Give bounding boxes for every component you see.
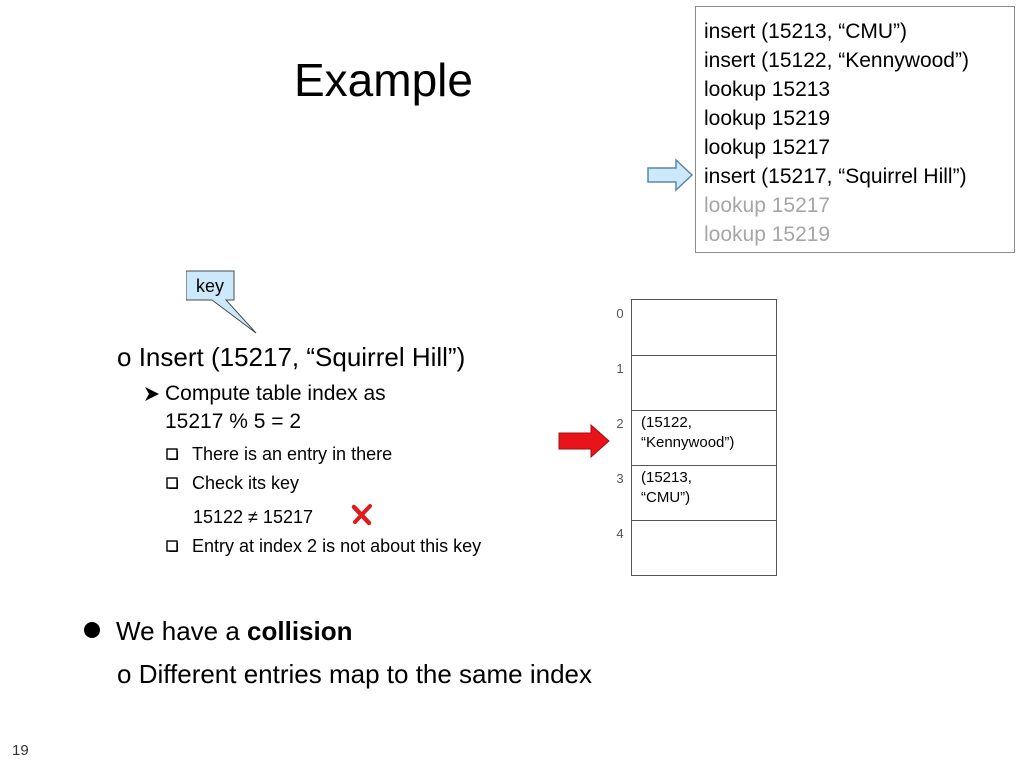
slot-divider (632, 465, 776, 466)
operation-item: insert (15122, “Kennywood”) (704, 49, 969, 72)
insert-line: Insert (15217, “Squirrel Hill”) (138, 342, 466, 372)
compute-line-2: 15217 % 5 = 2 (165, 410, 302, 433)
insert-bullet: o Insert (15217, “Squirrel Hill”) (117, 341, 465, 373)
page-number: 19 (12, 742, 29, 759)
check-entry-exists: There is an entry in there (192, 444, 393, 464)
slot-index: 2 (616, 416, 624, 431)
slide-title: Example (294, 54, 473, 106)
slot-index: 3 (616, 471, 624, 486)
slot-entry-line: “Kennywood”) (641, 434, 735, 451)
slot-divider (632, 355, 776, 356)
collision-prefix: We have a (116, 616, 248, 646)
collision-sub-bullet: o Different entries map to the same inde… (117, 658, 592, 690)
slot-entry-line: (15122, (641, 414, 692, 431)
slot-entry: (15213, “CMU”) (641, 468, 692, 508)
collision-explanation: Different entries map to the same index (138, 659, 593, 689)
operation-item: lookup 15213 (704, 78, 831, 101)
slot-divider (632, 410, 776, 411)
slot-divider (632, 520, 776, 521)
key-comparison: 15122 ≠ 15217 (193, 507, 313, 527)
red-cross-icon (351, 504, 372, 526)
operation-item-current: insert (15217, “Squirrel Hill”) (704, 165, 967, 188)
callout-label: key (195, 276, 224, 296)
checkbox-icon (166, 477, 178, 489)
hash-table: (15122, “Kennywood”) (15213, “CMU”) (631, 299, 777, 576)
compute-line-1: Compute table index as (165, 382, 386, 405)
checkbox-icon (166, 540, 178, 552)
check-its-key: Check its key (192, 473, 300, 493)
check-not-this-key: Entry at index 2 is not about this key (192, 536, 482, 556)
operation-item: lookup 15219 (704, 107, 831, 130)
operation-item-pending: lookup 15219 (704, 223, 831, 246)
collision-keyword: collision (247, 616, 353, 646)
key-callout (186, 270, 257, 334)
table-slot (632, 520, 776, 575)
table-slot (632, 355, 776, 410)
slot-entry-line: (15213, (641, 469, 692, 486)
slot-index: 4 (616, 526, 624, 541)
slot-entry: (15122, “Kennywood”) (641, 413, 734, 453)
arrowhead-bullet-icon (145, 387, 159, 401)
operation-item: lookup 15217 (704, 136, 831, 159)
table-slot: (15213, “CMU”) (632, 465, 776, 520)
table-slot: (15122, “Kennywood”) (632, 410, 776, 465)
slot-entry-line: “CMU”) (641, 489, 691, 506)
checkbox-icon (166, 448, 178, 460)
slot-index: 0 (616, 306, 624, 321)
right-arrow-icon (647, 158, 694, 192)
slot-index: 1 (616, 361, 624, 376)
operation-item-pending: lookup 15217 (704, 194, 831, 217)
operations-list: insert (15213, “CMU”) insert (15122, “Ke… (695, 6, 1015, 253)
circle-bullet-icon: o (117, 342, 132, 372)
collision-line: We have a collision (116, 615, 353, 647)
table-slot (632, 300, 776, 355)
red-right-arrow-icon (558, 424, 610, 458)
circle-bullet-icon: o (117, 659, 132, 689)
operation-item: insert (15213, “CMU”) (704, 20, 908, 43)
filled-circle-icon (84, 622, 100, 638)
